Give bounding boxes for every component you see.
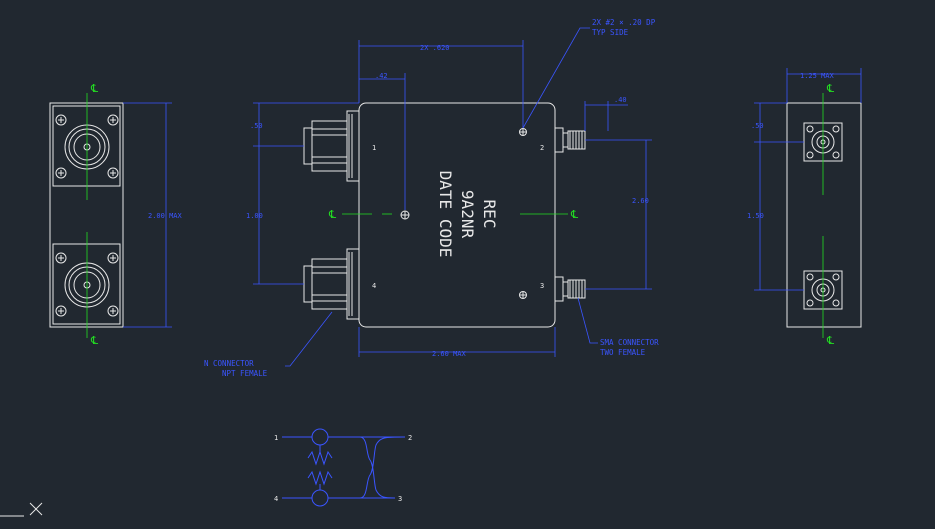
- callout-n-connector-line1: N CONNECTOR: [204, 359, 254, 368]
- schematic-port-1: 1: [274, 434, 278, 442]
- sma-connector-port-3: [554, 276, 586, 302]
- top-view-top-offset-dim: .50: [250, 122, 263, 130]
- right-view-width-dim: 1.25 MAX: [800, 72, 835, 80]
- top-view-body-width-dim: 2.60 MAX: [432, 350, 467, 358]
- left-view-centerline-symbol-top: ℄: [90, 82, 98, 95]
- marking-date-code: DATE CODE: [436, 171, 455, 258]
- top-view-port-label-2: 2: [540, 144, 544, 152]
- left-view: [49, 102, 124, 328]
- sma-connector-port-2: [554, 127, 586, 153]
- right-view-top-offset-dim: .50: [751, 122, 764, 130]
- schematic-port-2: 2: [408, 434, 412, 442]
- right-view-centerline-symbol-bottom: ℄: [826, 334, 834, 347]
- top-view-centerline-symbol-right: ℄: [570, 208, 578, 221]
- schematic: [282, 428, 406, 507]
- device-marking-text: REC 9A2NR DATE CODE: [436, 171, 499, 258]
- schematic-port-3: 3: [398, 495, 402, 503]
- ucs-icon: [0, 502, 43, 517]
- callout-n-connector-line2: NPT FEMALE: [222, 369, 268, 378]
- top-view-port-label-1: 1: [372, 144, 376, 152]
- left-view-n-connector-bottom: [52, 243, 121, 325]
- top-view-right-offset-dim: .40: [614, 96, 627, 104]
- top-view-port-spacing-dim: 1.00: [246, 212, 263, 220]
- marking-rec: REC: [480, 200, 499, 229]
- top-view-centerline-symbol-left: ℄: [328, 208, 336, 221]
- mounting-holes: [400, 128, 527, 299]
- n-connector-port-1: [303, 110, 360, 182]
- top-view-offset-dim: .42: [375, 72, 388, 80]
- callout-mounting-holes-line2: TYP SIDE: [592, 28, 629, 37]
- top-view-port-label-4: 4: [372, 282, 376, 290]
- top-view: [303, 102, 586, 328]
- top-view-body: [358, 102, 556, 328]
- top-view-width-dim: 2X .620: [420, 44, 450, 52]
- top-view-port-label-3: 3: [540, 282, 544, 290]
- top-view-right-height-dim: 2.60: [632, 197, 649, 205]
- right-view-spacing-dim: 1.50: [747, 212, 764, 220]
- left-view-height-dim: 2.00 MAX: [148, 212, 183, 220]
- left-view-body: [49, 102, 124, 328]
- left-view-n-connector-top: [52, 105, 121, 187]
- schematic-port-4: 4: [274, 495, 278, 503]
- n-connector-port-4: [303, 248, 360, 320]
- left-view-centerline-symbol-bottom: ℄: [90, 334, 98, 347]
- right-view-centerline-symbol-top: ℄: [826, 82, 834, 95]
- right-view: [786, 102, 862, 328]
- left-view-dimension: [123, 102, 172, 328]
- right-view-dimensions: [754, 68, 862, 291]
- callout-mounting-holes-line1: 2X #2 × .20 DP: [592, 18, 656, 27]
- right-view-body: [786, 102, 862, 328]
- marking-part-number: 9A2NR: [458, 190, 477, 239]
- callout-sma-connector-line1: SMA CONNECTOR: [600, 338, 659, 347]
- callout-sma-connector-line2: TWO FEMALE: [600, 348, 646, 357]
- top-view-dimensions: [253, 27, 652, 367]
